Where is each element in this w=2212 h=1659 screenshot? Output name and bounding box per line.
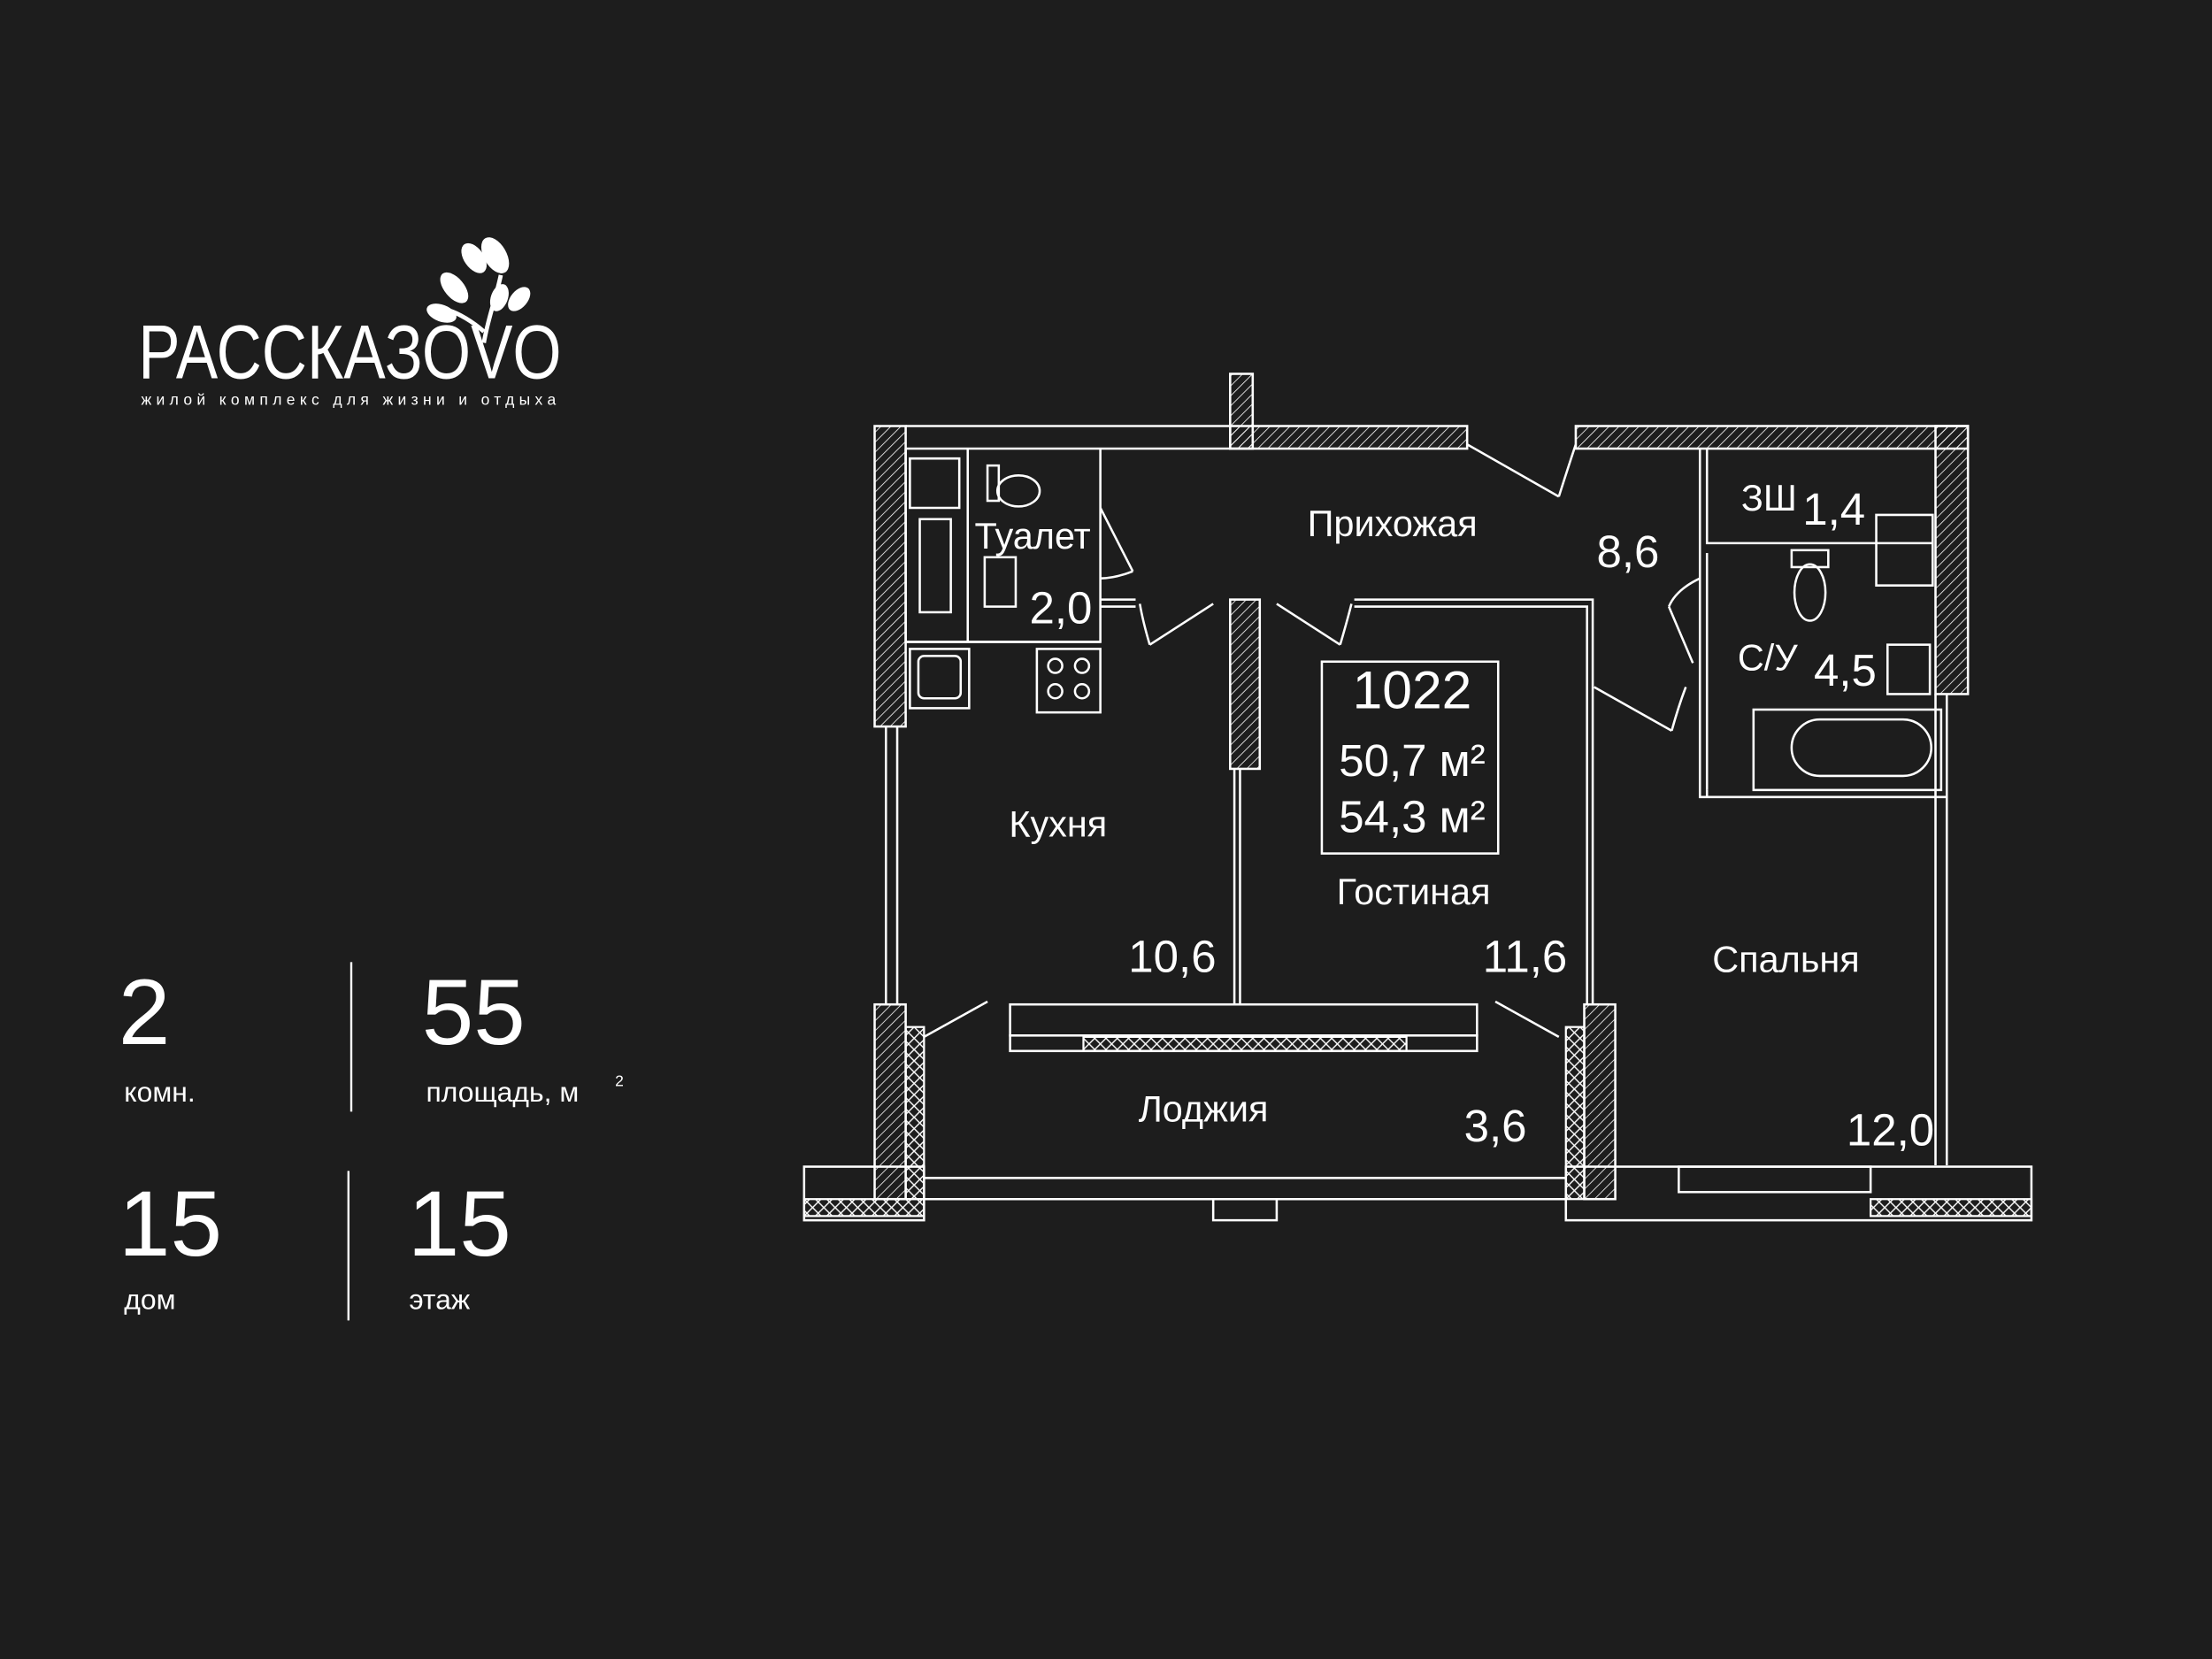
room-area-bathroom: 4,5 (1814, 645, 1877, 695)
room-area-wardrobe: 1,4 (1802, 484, 1865, 534)
room-name-living: Гостиная (1337, 871, 1491, 912)
floor-label: этаж (409, 1284, 471, 1316)
room-area-hall: 8,6 (1596, 526, 1659, 577)
room-name-bathroom: С/У (1738, 636, 1798, 678)
brand-name: РАССКАЗОVO (138, 310, 561, 395)
apartment-stats: 2 комн. 55 площадь, м 2 15 дом 15 этаж (119, 961, 624, 1321)
bathtub-icon (1752, 708, 1943, 792)
room-area-bedroom: 12,0 (1847, 1105, 1934, 1156)
toilet-fixture-icon (986, 464, 1830, 622)
apartment-number: 1022 (1353, 659, 1472, 719)
room-name-bedroom: Спальня (1712, 939, 1860, 980)
stove-icon (1035, 648, 1102, 714)
room-area-kitchen: 10,6 (1128, 932, 1216, 982)
room-area-loggia: 3,6 (1464, 1101, 1527, 1151)
rooms-label: комн. (124, 1076, 195, 1108)
floor-value: 15 (408, 1172, 511, 1276)
room-name-hall: Прихожая (1308, 503, 1478, 544)
total-area: 54,3 м² (1339, 792, 1486, 842)
building-label: дом (124, 1284, 175, 1316)
rooms-value: 2 (119, 961, 171, 1064)
building-value: 15 (119, 1172, 222, 1276)
brand-logo: РАССКАЗОVO жилой комплекс для жизни и от… (138, 237, 562, 409)
plan-labels: 1022 50,7 м² 54,3 м² Прихожая 8,6 Туалет… (975, 477, 1935, 1155)
room-name-kitchen: Кухня (1009, 803, 1107, 844)
area-value: 55 (422, 961, 526, 1064)
room-name-wardrobe: ЗШ (1741, 477, 1797, 518)
area-unit-sup: 2 (615, 1072, 624, 1090)
room-area-living: 11,6 (1483, 932, 1568, 982)
living-area: 50,7 м² (1339, 735, 1486, 786)
brand-tagline: жилой комплекс для жизни и отдыха (141, 391, 556, 409)
area-label: площадь, м (426, 1076, 580, 1108)
apartment-info-box (1320, 660, 1500, 855)
tree-leaves-icon (426, 237, 531, 343)
room-area-toilet: 2,0 (1030, 583, 1093, 634)
room-name-toilet: Туалет (975, 515, 1091, 557)
sink-icon (909, 457, 1934, 710)
room-name-loggia: Лоджия (1139, 1088, 1269, 1130)
floor-plan-drawing (803, 373, 2033, 1222)
